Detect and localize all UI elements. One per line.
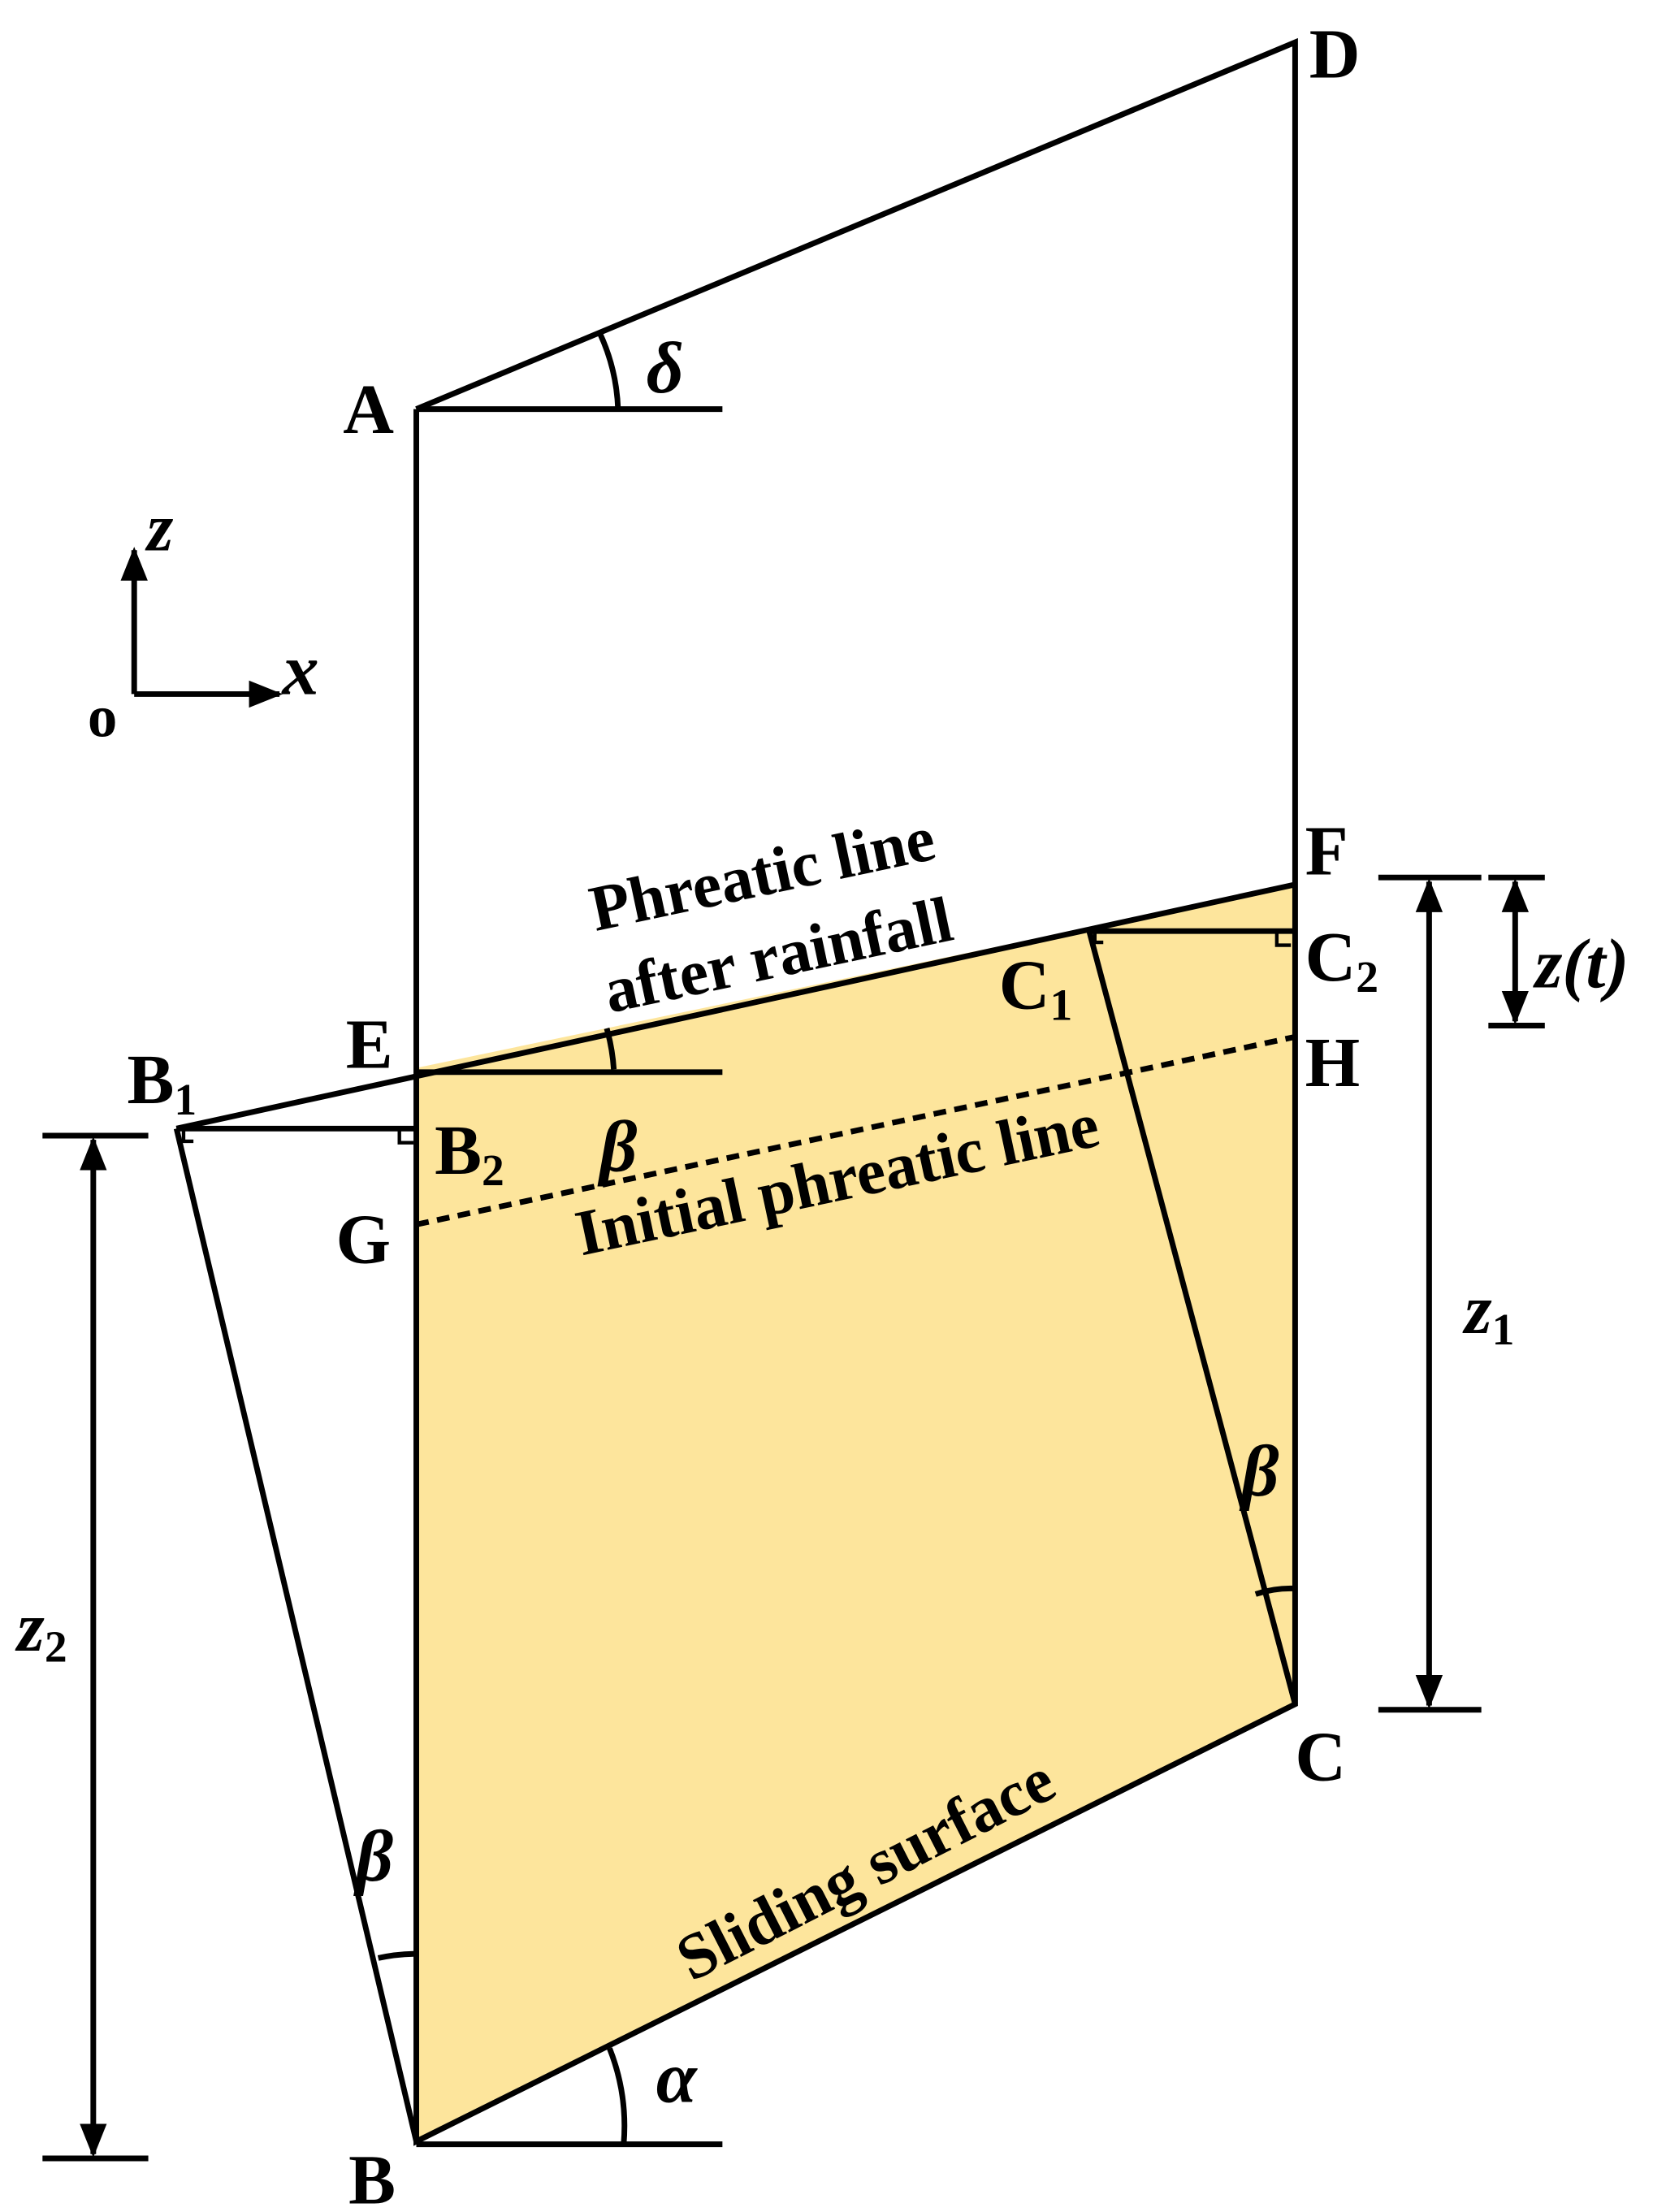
label-b: B (348, 2141, 396, 2212)
label-beta-b: β (353, 1816, 393, 1897)
delta-arc (597, 331, 621, 409)
beta-arc-c (1254, 1585, 1294, 1597)
label-delta: δ (647, 327, 684, 409)
label-beta-c: β (1239, 1431, 1279, 1512)
alpha-arc (607, 2047, 628, 2145)
initial-phreatic-line (415, 1034, 1296, 1227)
label-a: A (343, 370, 394, 448)
c1-c-line (1086, 930, 1298, 1705)
b1-b-line (173, 1128, 419, 2142)
saturated-zone (416, 884, 1296, 2142)
label-z2: z2 (15, 1588, 67, 1673)
origin-label: o (88, 684, 117, 750)
label-c1: C1 (999, 946, 1073, 1031)
label-f: F (1305, 812, 1348, 890)
phreatic-line-after-rainfall (175, 881, 1296, 1132)
axis-label-z: z (145, 491, 174, 565)
label-g: G (336, 1200, 392, 1278)
label-alpha: α (656, 2037, 699, 2119)
label-e: E (346, 1006, 393, 1084)
label-c2: C2 (1305, 918, 1379, 1002)
beta-arc-e (604, 1028, 617, 1070)
label-b1: B1 (128, 1041, 197, 1125)
label-b2: B2 (435, 1111, 504, 1196)
beta-arc-b (377, 1950, 417, 1961)
label-d: D (1309, 15, 1361, 93)
axis-label-x: x (281, 629, 319, 710)
label-z1: z1 (1462, 1270, 1515, 1355)
label-beta-e: β (597, 1106, 637, 1187)
label-h: H (1305, 1024, 1361, 1102)
label-c: C (1295, 1718, 1346, 1796)
label-zt: z(t) (1533, 925, 1629, 1003)
right-angle-mark (181, 931, 1292, 1145)
